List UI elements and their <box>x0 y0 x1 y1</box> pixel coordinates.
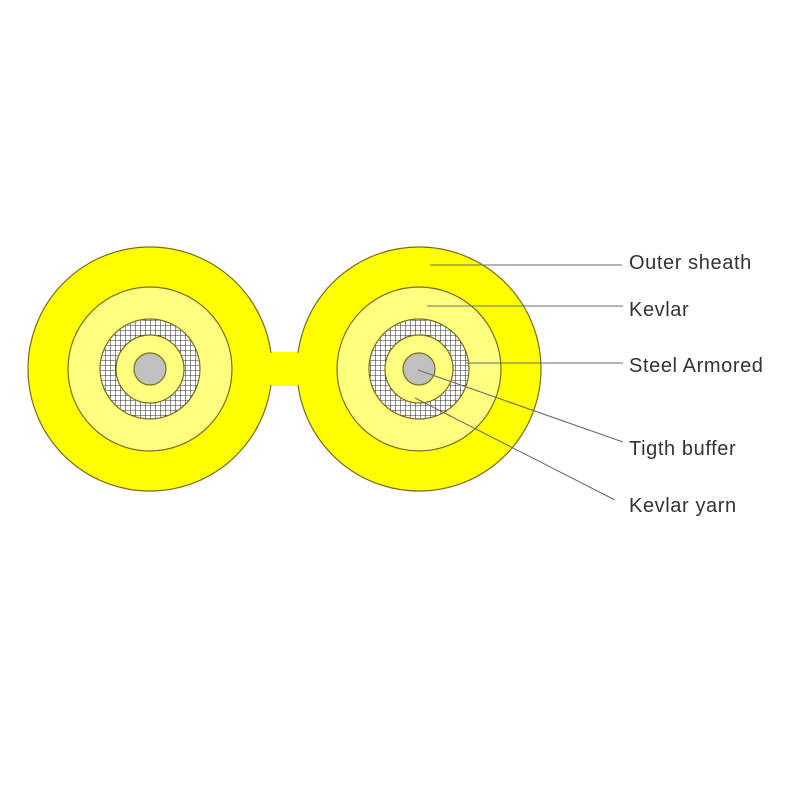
leader-line-tight-buffer <box>417 369 624 443</box>
label-steel-armored: Steel Armored <box>629 355 764 377</box>
tight-buffer-core <box>133 352 167 386</box>
label-kevlar: Kevlar <box>629 299 689 321</box>
label-outer-sheath: Outer sheath <box>629 252 752 274</box>
leader-lines <box>414 264 624 501</box>
label-tight-buffer: Tigth buffer <box>629 438 736 460</box>
right-cable <box>296 246 542 492</box>
left-cable <box>27 246 273 492</box>
leader-line-kevlar-yarn <box>414 397 616 501</box>
label-kevlar-yarn: Kevlar yarn <box>629 495 737 517</box>
tight-buffer-core <box>402 352 436 386</box>
cable-bridge-seam <box>292 353 302 385</box>
labels: Outer sheath Kevlar Steel Armored Tigth … <box>629 252 764 517</box>
